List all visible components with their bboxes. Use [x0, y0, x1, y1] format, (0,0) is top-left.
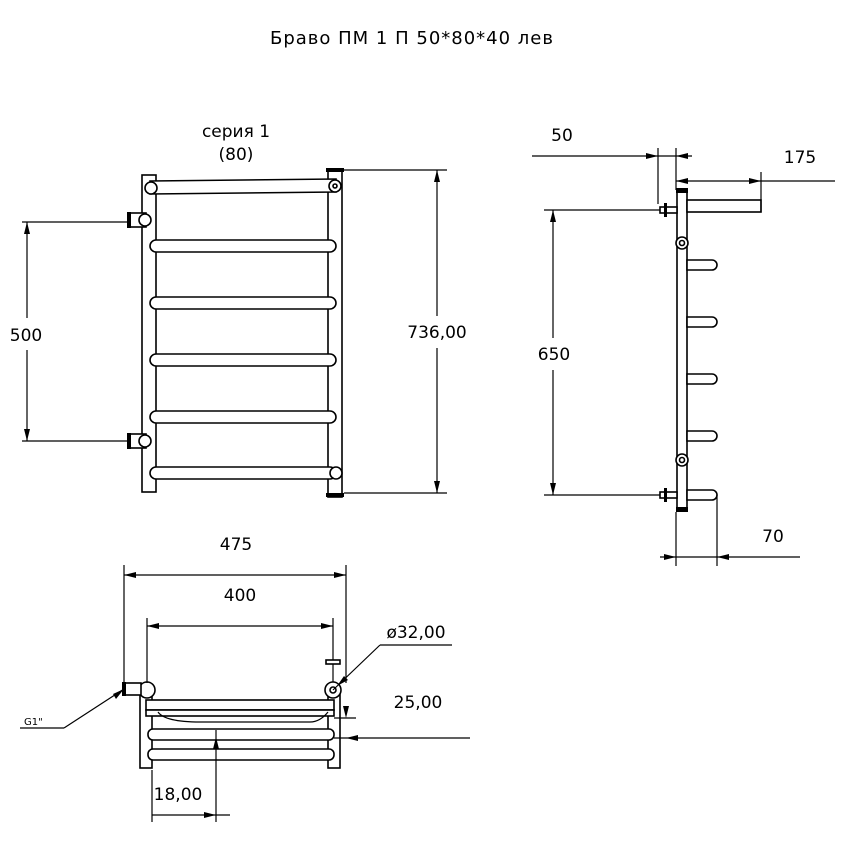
- drawing-title: Браво ПМ 1 П 50*80*40 лев: [270, 28, 554, 49]
- top-inlet-connector: [124, 682, 142, 696]
- bar-2: [149, 296, 337, 310]
- dim-depth: 175: [784, 148, 816, 168]
- side-rail-top-cap: [676, 188, 688, 193]
- dim-connection-front: 500: [10, 326, 42, 346]
- dim-axis-width: 400: [224, 586, 256, 606]
- top-bar: [149, 178, 337, 195]
- side-lower-pin: [659, 491, 678, 499]
- dim-diameter: ø32,00: [386, 623, 445, 643]
- top-bar-middle: [147, 728, 335, 741]
- side-bar-5: [686, 489, 718, 501]
- right-rail: [327, 169, 343, 498]
- side-bar-4: [686, 430, 718, 442]
- top-bar-upper-inner: [145, 709, 335, 717]
- top-left-joint: [144, 181, 158, 195]
- top-bar-lower: [147, 748, 335, 761]
- dim-offset-top: 18,00: [154, 785, 203, 805]
- bar-3: [149, 353, 337, 367]
- upper-connector: [127, 212, 152, 228]
- top-right-joint-core: [332, 183, 338, 189]
- right-rail-bottom-cap: [326, 493, 344, 497]
- dim-offset-side: 70: [762, 527, 784, 547]
- top-view: 475 400 ø32,00 25,00 18,00 G1": [20, 535, 470, 822]
- series-label: серия 1: [202, 122, 270, 142]
- top-bar-curve: [157, 711, 329, 723]
- side-bar-2: [686, 316, 718, 328]
- dim-bar-size: 25,00: [394, 693, 443, 713]
- thread-label: G1": [24, 717, 43, 728]
- side-view: 50 175 650 70: [532, 126, 835, 566]
- top-bar-upper: [145, 699, 335, 711]
- bar-5: [149, 466, 337, 480]
- dim-height: 736,00: [407, 323, 466, 343]
- bar-1: [149, 239, 337, 253]
- side-upper-pin: [659, 206, 678, 214]
- lower-connector: [127, 433, 152, 449]
- bottom-right-joint: [329, 466, 343, 480]
- top-valve-cap: [325, 659, 341, 665]
- dim-wall: 50: [551, 126, 573, 146]
- dim-total-width: 475: [220, 535, 252, 555]
- side-top-bar: [686, 199, 762, 213]
- side-bar-3: [686, 373, 718, 385]
- bar-4: [149, 410, 337, 424]
- side-bar-1: [686, 259, 718, 271]
- side-rail-bottom-cap: [676, 507, 688, 512]
- right-rail-top-cap: [326, 168, 344, 172]
- series-size-label: (80): [219, 145, 254, 165]
- dim-connection-side: 650: [538, 345, 570, 365]
- front-view: серия 1 (80): [10, 122, 467, 498]
